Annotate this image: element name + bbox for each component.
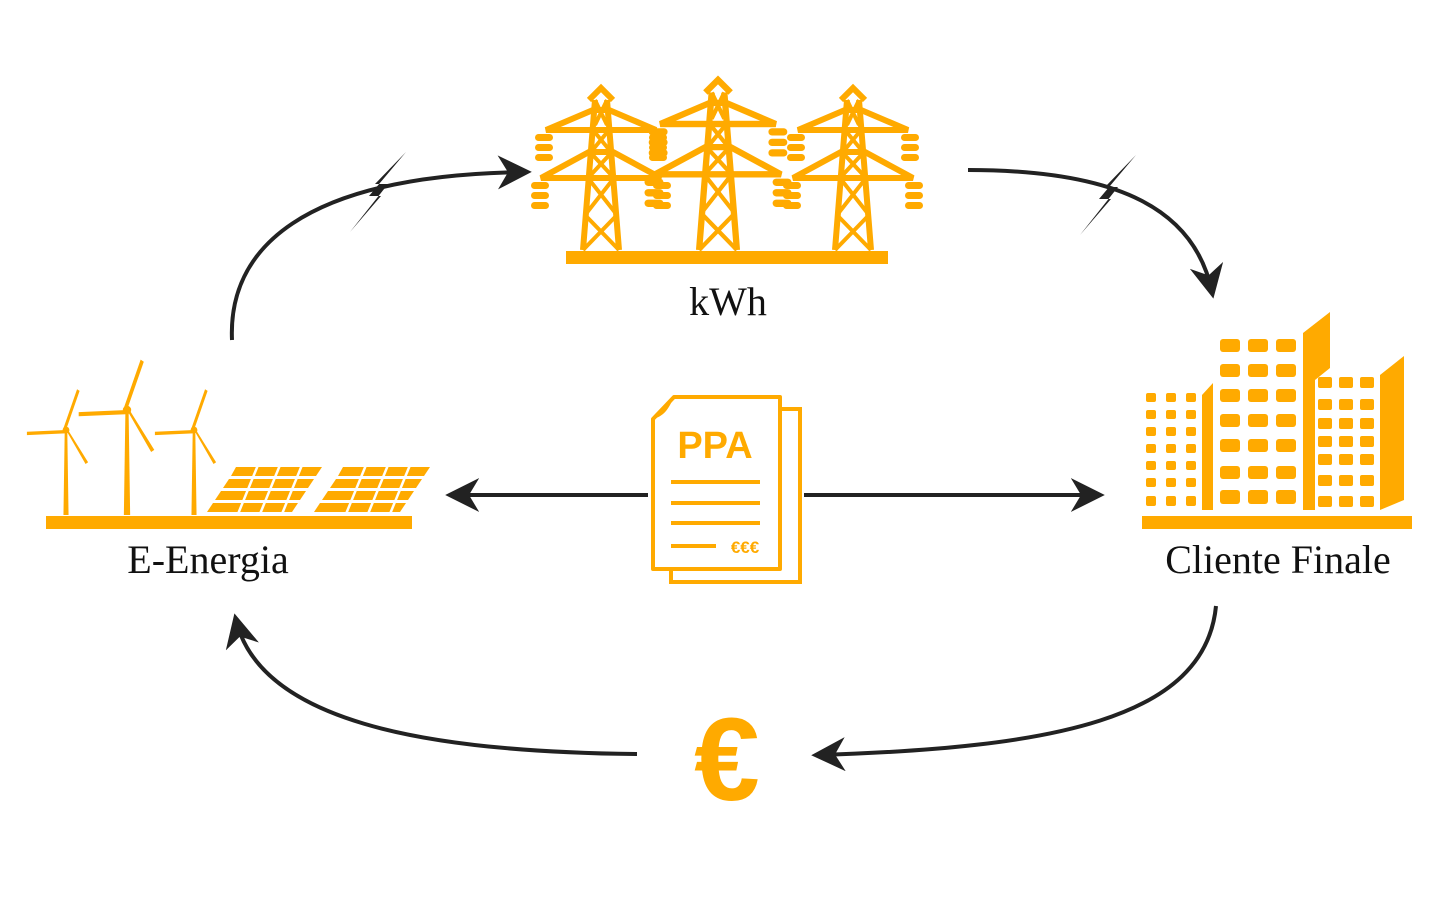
grid-label: kWh <box>689 279 767 324</box>
arrow-payment-to-producer <box>225 613 638 756</box>
arrow-producer-to-grid <box>229 152 532 341</box>
euro-icon: € <box>694 694 760 826</box>
grid-node: kWh <box>531 80 923 324</box>
contract-document-icon: PPA €€€ <box>651 395 802 584</box>
contract-node: PPA €€€ <box>651 395 802 584</box>
producer-label: E-Energia <box>127 537 289 582</box>
customer-label: Cliente Finale <box>1165 537 1391 582</box>
contract-currency: €€€ <box>731 538 760 557</box>
payment-node: € <box>694 694 760 826</box>
producer-node: E-Energia <box>26 359 430 582</box>
arrow-customer-to-payment <box>811 605 1218 772</box>
contract-title: PPA <box>677 425 752 467</box>
buildings-icon <box>1142 312 1412 529</box>
power-pylons-icon <box>531 80 923 264</box>
arrow-grid-to-customer <box>967 155 1224 299</box>
wind-solar-icon <box>26 359 430 529</box>
customer-node: Cliente Finale <box>1142 312 1412 582</box>
